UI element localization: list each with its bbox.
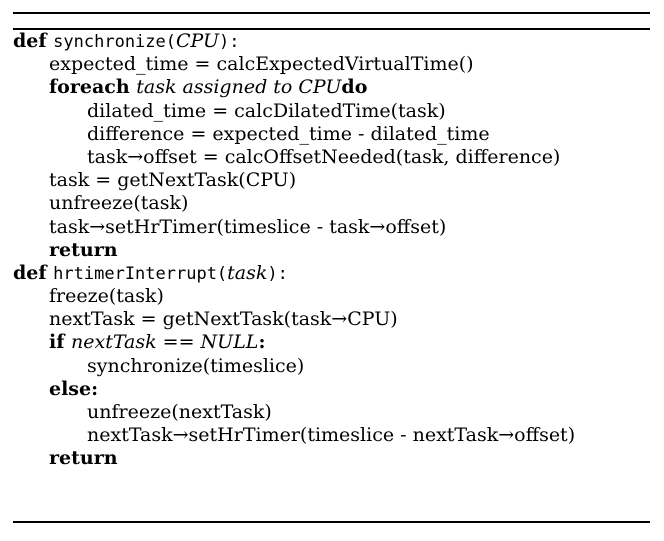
code-token-txt: nextTask→setHrTimer(timeslice - nextTask… <box>87 424 576 447</box>
code-token-kw: return <box>49 447 118 470</box>
code-token-math: nextTask == NULL <box>71 331 259 354</box>
code-token-txt: task→setHrTimer(timeslice - task→offset) <box>49 215 447 238</box>
code-line: return <box>13 239 650 262</box>
code-token-kw: else: <box>49 377 99 400</box>
bottom-rule <box>13 521 650 523</box>
code-line: difference = expected_time - dilated_tim… <box>13 123 650 146</box>
top-rule-lower <box>13 28 650 30</box>
code-token-txt: synchronize(timeslice) <box>87 354 305 377</box>
code-line: def hrtimerInterrupt(task): <box>13 262 650 285</box>
code-token-txt: expected_time = calcExpectedVirtualTime(… <box>49 53 474 76</box>
top-rule-upper <box>13 12 650 14</box>
code-token-math: CPU <box>176 30 220 52</box>
code-line: task = getNextTask(CPU) <box>13 169 650 192</box>
code-line: unfreeze(nextTask) <box>13 401 650 424</box>
code-line: task→setHrTimer(timeslice - task→offset) <box>13 216 650 239</box>
code-line: freeze(task) <box>13 285 650 308</box>
code-line: unfreeze(task) <box>13 192 650 215</box>
code-token-txt: unfreeze(nextTask) <box>87 401 272 423</box>
code-line: nextTask = getNextTask(task→CPU) <box>13 308 650 331</box>
code-token-kw: return <box>49 238 118 261</box>
code-line: return <box>13 447 650 470</box>
code-token-txt: task→offset = calcOffsetNeeded(task, dif… <box>87 145 561 168</box>
code-token-kw: : <box>258 331 266 354</box>
code-line: foreach task assigned to CPUdo <box>13 76 650 99</box>
code-token-txt: difference = expected_time - dilated_tim… <box>87 122 490 145</box>
code-token-tt: ): <box>267 263 288 284</box>
code-token-math: task assigned to CPU <box>136 76 342 99</box>
algorithm-listing: def synchronize(CPU):expected_time = cal… <box>13 30 650 471</box>
code-token-tt: hrtimerInterrupt( <box>53 263 228 284</box>
code-token-math: task <box>227 261 268 284</box>
code-token-kw: if <box>49 331 72 354</box>
code-line: nextTask→setHrTimer(timeslice - nextTask… <box>13 424 650 447</box>
code-line: else: <box>13 378 650 401</box>
code-line: task→offset = calcOffsetNeeded(task, dif… <box>13 146 650 169</box>
code-token-kw: def <box>13 30 54 52</box>
code-line: def synchronize(CPU): <box>13 30 650 53</box>
code-token-kw: do <box>341 76 368 99</box>
code-line: dilated_time = calcDilatedTime(task) <box>13 100 650 123</box>
code-token-kw: foreach <box>49 76 137 99</box>
code-token-txt: task = getNextTask(CPU) <box>49 169 297 192</box>
code-line: if nextTask == NULL: <box>13 331 650 354</box>
code-token-tt: ): <box>219 32 240 52</box>
code-token-kw: def <box>13 261 54 284</box>
code-token-tt: synchronize( <box>53 32 176 52</box>
code-token-txt: dilated_time = calcDilatedTime(task) <box>87 99 446 122</box>
code-line: expected_time = calcExpectedVirtualTime(… <box>13 53 650 76</box>
code-token-txt: nextTask = getNextTask(task→CPU) <box>49 308 398 331</box>
code-token-txt: freeze(task) <box>49 285 164 308</box>
code-token-txt: unfreeze(task) <box>49 192 189 215</box>
code-line: synchronize(timeslice) <box>13 355 650 378</box>
